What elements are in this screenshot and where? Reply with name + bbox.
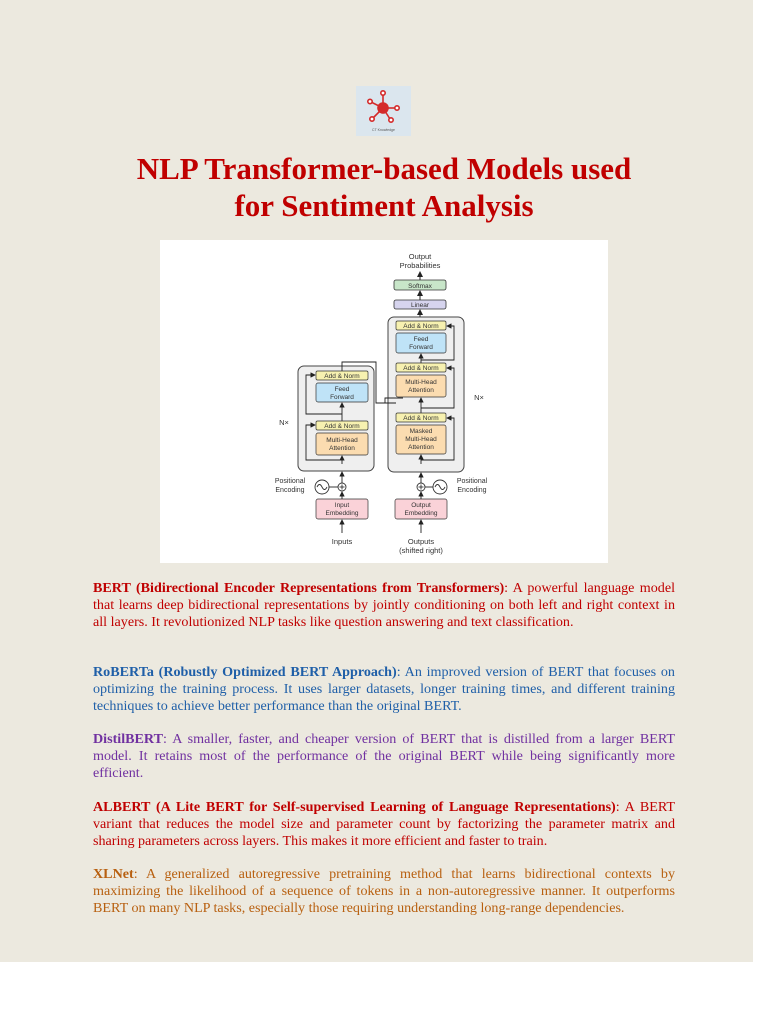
masked-mha-label-1: Masked bbox=[410, 428, 433, 435]
logo-text: CT Knowledge bbox=[372, 128, 395, 132]
outputs-label-1: Outputs bbox=[408, 537, 435, 546]
page-title: NLP Transformer-based Models used for Se… bbox=[60, 150, 708, 224]
decoder-mha-label-2: Attention bbox=[408, 387, 434, 394]
section-bert: BERT (Bidirectional Encoder Representati… bbox=[93, 580, 675, 631]
section-body: : A powerful language model that learns … bbox=[93, 580, 675, 630]
outputs-label-2: (shifted right) bbox=[399, 546, 443, 555]
section-body: : A generalized autoregressive pretraini… bbox=[93, 866, 675, 916]
decoder-nx-label: N× bbox=[474, 393, 484, 402]
decoder-feed-forward-label-1: Feed bbox=[414, 336, 429, 343]
section-heading: XLNet bbox=[93, 866, 134, 882]
section-body: : An improved version of BERT that focus… bbox=[93, 664, 675, 714]
output-probabilities-label-2: Probabilities bbox=[400, 261, 441, 270]
positional-encoding-left-2: Encoding bbox=[275, 487, 304, 494]
transformer-architecture-diagram: Output Probabilities Softmax Linear Add … bbox=[160, 240, 608, 563]
section-heading: DistilBERT bbox=[93, 731, 163, 747]
positional-encoding-right-1: Positional bbox=[457, 478, 488, 485]
input-embedding-label-2: Embedding bbox=[326, 510, 359, 517]
input-embedding-label-1: Input bbox=[335, 502, 350, 509]
inputs-label: Inputs bbox=[332, 537, 353, 546]
encoder-mha-label-1: Multi-Head bbox=[326, 437, 358, 444]
masked-mha-label-2: Multi-Head bbox=[405, 436, 437, 443]
output-embedding-label-2: Embedding bbox=[405, 510, 438, 517]
positional-encoding-left-1: Positional bbox=[275, 478, 306, 485]
decoder-add-norm-3-label: Add & Norm bbox=[403, 323, 438, 330]
section-body: : A BERT variant that reduces the model … bbox=[93, 799, 675, 849]
decoder-add-norm-1-label: Add & Norm bbox=[403, 415, 438, 422]
masked-mha-label-3: Attention bbox=[408, 444, 434, 451]
section-xlnet: XLNet: A generalized autoregressive pret… bbox=[93, 866, 675, 917]
decoder-add-norm-2-label: Add & Norm bbox=[403, 365, 438, 372]
section-albert: ALBERT (A Lite BERT for Self-supervised … bbox=[93, 799, 675, 850]
title-line-2: for Sentiment Analysis bbox=[234, 188, 534, 223]
encoder-feed-forward-label-2: Forward bbox=[330, 394, 354, 401]
document-page: CT Knowledge NLP Transformer-based Model… bbox=[0, 0, 753, 962]
encoder-mha-label-2: Attention bbox=[329, 445, 355, 452]
section-heading: BERT (Bidirectional Encoder Representati… bbox=[93, 580, 505, 596]
section-heading: RoBERTa (Robustly Optimized BERT Approac… bbox=[93, 664, 397, 680]
output-probabilities-label-1: Output bbox=[409, 252, 432, 261]
section-distilbert: DistilBERT: A smaller, faster, and cheap… bbox=[93, 731, 675, 782]
encoder-nx-label: N× bbox=[279, 418, 289, 427]
section-roberta: RoBERTa (Robustly Optimized BERT Approac… bbox=[93, 664, 675, 715]
encoder-feed-forward-label-1: Feed bbox=[335, 386, 350, 393]
softmax-label: Softmax bbox=[408, 283, 433, 290]
decoder-mha-label-1: Multi-Head bbox=[405, 379, 437, 386]
title-line-1: NLP Transformer-based Models used bbox=[136, 151, 632, 186]
output-embedding-label-1: Output bbox=[411, 502, 431, 509]
encoder-add-norm-1-label: Add & Norm bbox=[324, 423, 359, 430]
encoder-add-norm-2-label: Add & Norm bbox=[324, 373, 359, 380]
section-heading: ALBERT (A Lite BERT for Self-supervised … bbox=[93, 799, 616, 815]
decoder-feed-forward-label-2: Forward bbox=[409, 344, 433, 351]
linear-label: Linear bbox=[411, 302, 430, 309]
logo: CT Knowledge bbox=[356, 86, 411, 136]
section-body: : A smaller, faster, and cheaper version… bbox=[93, 731, 675, 781]
positional-encoding-right-2: Encoding bbox=[457, 487, 486, 494]
